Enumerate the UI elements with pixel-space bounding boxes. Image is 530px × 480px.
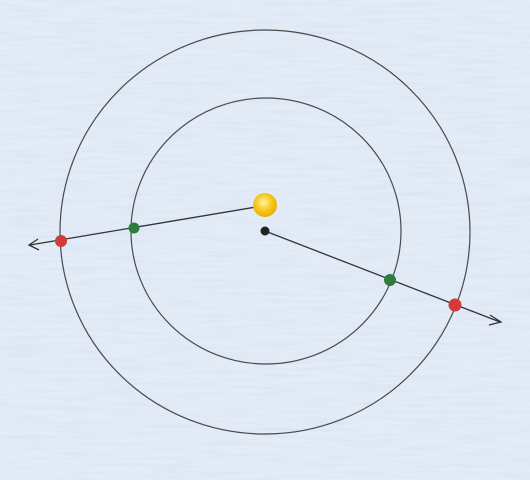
inner-orbit-point: [384, 274, 396, 286]
outer-orbit-point: [55, 235, 67, 247]
outer-orbit-point: [448, 298, 462, 312]
right-arrowhead: [488, 314, 503, 326]
center-point: [260, 226, 270, 236]
outer-orbit: [59, 29, 471, 435]
sun: [253, 193, 277, 217]
left-arrowhead: [27, 238, 40, 251]
inner-orbit-point: [128, 222, 140, 234]
ray-from-sun: [29, 206, 257, 246]
